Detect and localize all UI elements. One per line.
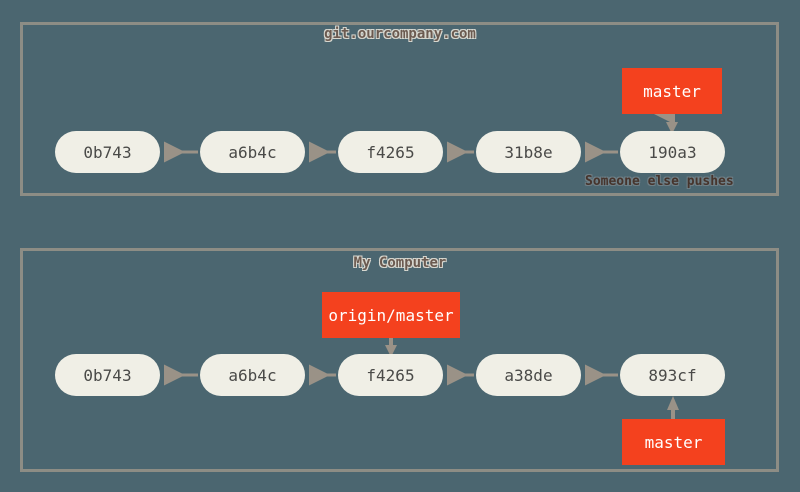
commit-node[interactable]: a6b4c <box>200 354 305 396</box>
panel-local-title: My Computer <box>353 255 447 271</box>
commit-node[interactable]: f4265 <box>338 131 443 173</box>
commit-node[interactable]: 0b743 <box>55 354 160 396</box>
branch-label-origin-master[interactable]: origin/master <box>322 292 460 338</box>
commit-node[interactable]: 893cf <box>620 354 725 396</box>
branch-label-master[interactable]: master <box>622 68 722 114</box>
commit-node[interactable]: 190a3 <box>620 131 725 173</box>
commit-node[interactable]: 0b743 <box>55 131 160 173</box>
annotation-someone-else-pushes: Someone else pushes <box>585 174 734 189</box>
panel-remote-title: git.ourcompany.com <box>324 26 476 42</box>
panel-remote-frame <box>20 22 779 196</box>
commit-node[interactable]: a6b4c <box>200 131 305 173</box>
commit-node[interactable]: f4265 <box>338 354 443 396</box>
panel-local-frame <box>20 248 779 472</box>
commit-node[interactable]: a38de <box>476 354 581 396</box>
commit-node[interactable]: 31b8e <box>476 131 581 173</box>
branch-label-master[interactable]: master <box>622 419 725 465</box>
